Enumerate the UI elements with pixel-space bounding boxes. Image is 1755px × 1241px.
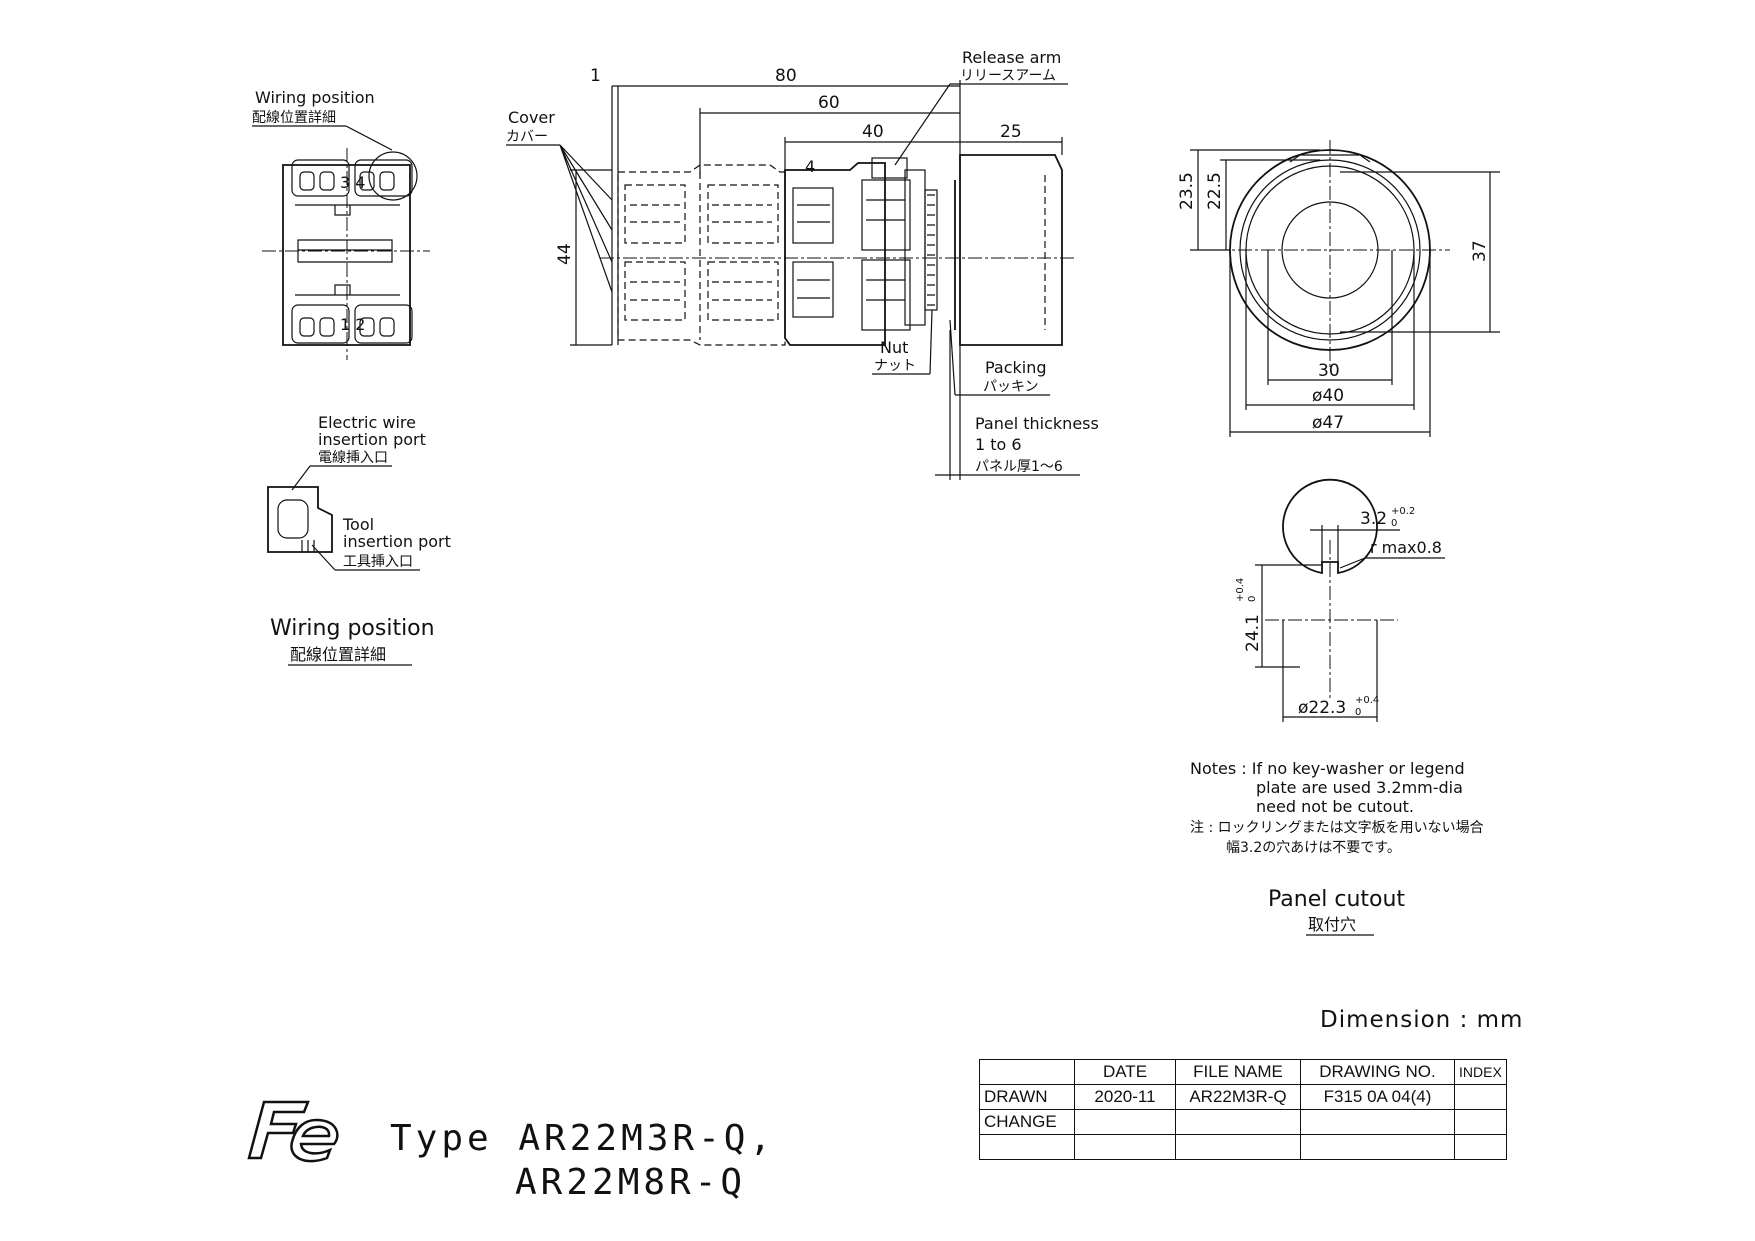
slot-width-dim: 3.2 (1360, 509, 1387, 529)
type-model-label-2: AR22M8R-Q (515, 1162, 747, 1203)
notes-line-ja-2: 幅3.2の穴あけは不要です。 (1226, 840, 1401, 856)
title-block-cell: FILE NAME (1175, 1059, 1301, 1085)
title-block-cell: DRAWING NO. (1300, 1059, 1455, 1085)
title-block-cell: AR22M3R-Q (1175, 1084, 1301, 1110)
front-view: 23.5 22.5 37 30 ø40 ø47 (1177, 140, 1500, 437)
title-block-cell: 2020-11 (1074, 1084, 1176, 1110)
title-block-cell (979, 1134, 1075, 1160)
panel-cutout-caption-ja: 取付穴 (1308, 915, 1356, 934)
title-block-row (979, 1134, 1507, 1160)
notes-line-3: need not be cutout. (1256, 797, 1414, 816)
slot-tol-lower: 0 (1391, 518, 1397, 529)
panel-cutout-view: 3.2 +0.2 0 r max0.8 24.1 +0.4 0 ø22.3 +0… (1190, 478, 1484, 936)
panel-cutout-caption: Panel cutout (1268, 887, 1405, 912)
type-model-label: Type AR22M3R-Q, (390, 1118, 776, 1159)
dimension-unit-label: Dimension : mm (1320, 1007, 1524, 1033)
title-block-cell: CHANGE (979, 1109, 1075, 1135)
dim-37: 37 (1470, 240, 1490, 262)
terminal-label-12: 1 2 (340, 315, 365, 334)
title-block-cell (1175, 1134, 1301, 1160)
tool-label-1: Tool (342, 515, 374, 534)
wiring-position-label: Wiring position (255, 88, 375, 107)
nut-label-ja: ナット (874, 358, 916, 374)
dim-1: 1 (590, 66, 601, 86)
title-block-cell (1074, 1109, 1176, 1135)
tool-label-ja: 工具挿入口 (343, 554, 413, 570)
terminal-label-34: 3 4 (340, 173, 365, 192)
dim-44: 44 (555, 243, 575, 265)
title-block-table: DATE FILE NAME DRAWING NO. INDEX DRAWN 2… (979, 1059, 1507, 1160)
r-max-dim: r max0.8 (1370, 538, 1442, 557)
title-block-cell (1074, 1134, 1176, 1160)
title-block-cell: DRAWN (979, 1084, 1075, 1110)
cover-label-ja: カバー (506, 129, 548, 145)
wiring-position-caption-ja: 配線位置詳細 (290, 645, 386, 664)
electric-wire-label-2: insertion port (318, 430, 426, 449)
title-block-header-row: DATE FILE NAME DRAWING NO. INDEX (979, 1059, 1507, 1085)
phi22-3-tol-lower: 0 (1355, 707, 1361, 718)
title-block-cell (1300, 1109, 1455, 1135)
dim-60: 60 (818, 93, 840, 113)
wiring-position-caption: Wiring position (270, 616, 435, 641)
release-arm-label-ja: リリースアーム (960, 68, 1056, 84)
title-block-cell: DATE (1074, 1059, 1176, 1085)
wiring-position-view: Wiring position 配線位置詳細 3 4 1 2 (252, 88, 430, 360)
slot-tol-upper: +0.2 (1391, 506, 1415, 517)
title-block-row: DRAWN 2020-11 AR22M3R-Q F315 0A 04(4) (979, 1084, 1507, 1110)
dim-80: 80 (775, 66, 797, 86)
electric-wire-label-ja: 電線挿入口 (318, 450, 388, 466)
d24-1-tol-lower: 0 (1247, 596, 1258, 602)
notes-line-1: Notes : If no key-washer or legend (1190, 759, 1465, 778)
dim-40: 40 (862, 122, 884, 142)
notes-line-ja-1: 注 : ロックリングまたは文字板を用いない場合 (1190, 820, 1484, 836)
title-block-cell (1454, 1084, 1507, 1110)
dim-22-5: 22.5 (1205, 172, 1225, 210)
title-block-cell (1175, 1109, 1301, 1135)
wiring-position-label-ja: 配線位置詳細 (252, 110, 336, 126)
d24-1-dim: 24.1 (1243, 614, 1263, 652)
phi22-3-tol-upper: +0.4 (1355, 695, 1379, 706)
panel-thickness-label: Panel thickness (975, 414, 1099, 433)
terminal-detail-view: Electric wire insertion port 電線挿入口 Tool … (267, 413, 451, 666)
dim-phi40: ø40 (1312, 386, 1344, 406)
panel-thickness-range: 1 to 6 (975, 435, 1022, 454)
dim-25: 25 (1000, 122, 1022, 142)
notes-line-2: plate are used 3.2mm-dia (1256, 778, 1463, 797)
terminal-label-4: 4 (805, 157, 815, 176)
dim-30: 30 (1318, 361, 1340, 381)
cover-label: Cover (508, 108, 555, 127)
packing-label-ja: パッキン (983, 379, 1039, 395)
dim-phi47: ø47 (1312, 413, 1344, 433)
dim-23-5: 23.5 (1177, 172, 1197, 210)
fuji-electric-logo (247, 1100, 339, 1163)
title-block-cell (1454, 1134, 1507, 1160)
side-view: 1 80 60 40 25 44 4 (506, 48, 1099, 480)
title-block-cell (1454, 1109, 1507, 1135)
d24-1-tol-upper: +0.4 (1235, 578, 1246, 602)
phi22-3-dim: ø22.3 (1298, 698, 1346, 718)
title-block-cell (979, 1059, 1075, 1085)
title-block-cell: INDEX (1454, 1059, 1507, 1085)
title-block-row: CHANGE (979, 1109, 1507, 1135)
nut-label: Nut (880, 338, 908, 357)
title-block-cell: F315 0A 04(4) (1300, 1084, 1455, 1110)
release-arm-label: Release arm (962, 48, 1061, 67)
panel-thickness-label-ja: パネル厚1～6 (975, 459, 1063, 475)
title-block-cell (1300, 1134, 1455, 1160)
electric-wire-label-1: Electric wire (318, 413, 416, 432)
tool-label-2: insertion port (343, 532, 451, 551)
packing-label: Packing (985, 358, 1047, 377)
